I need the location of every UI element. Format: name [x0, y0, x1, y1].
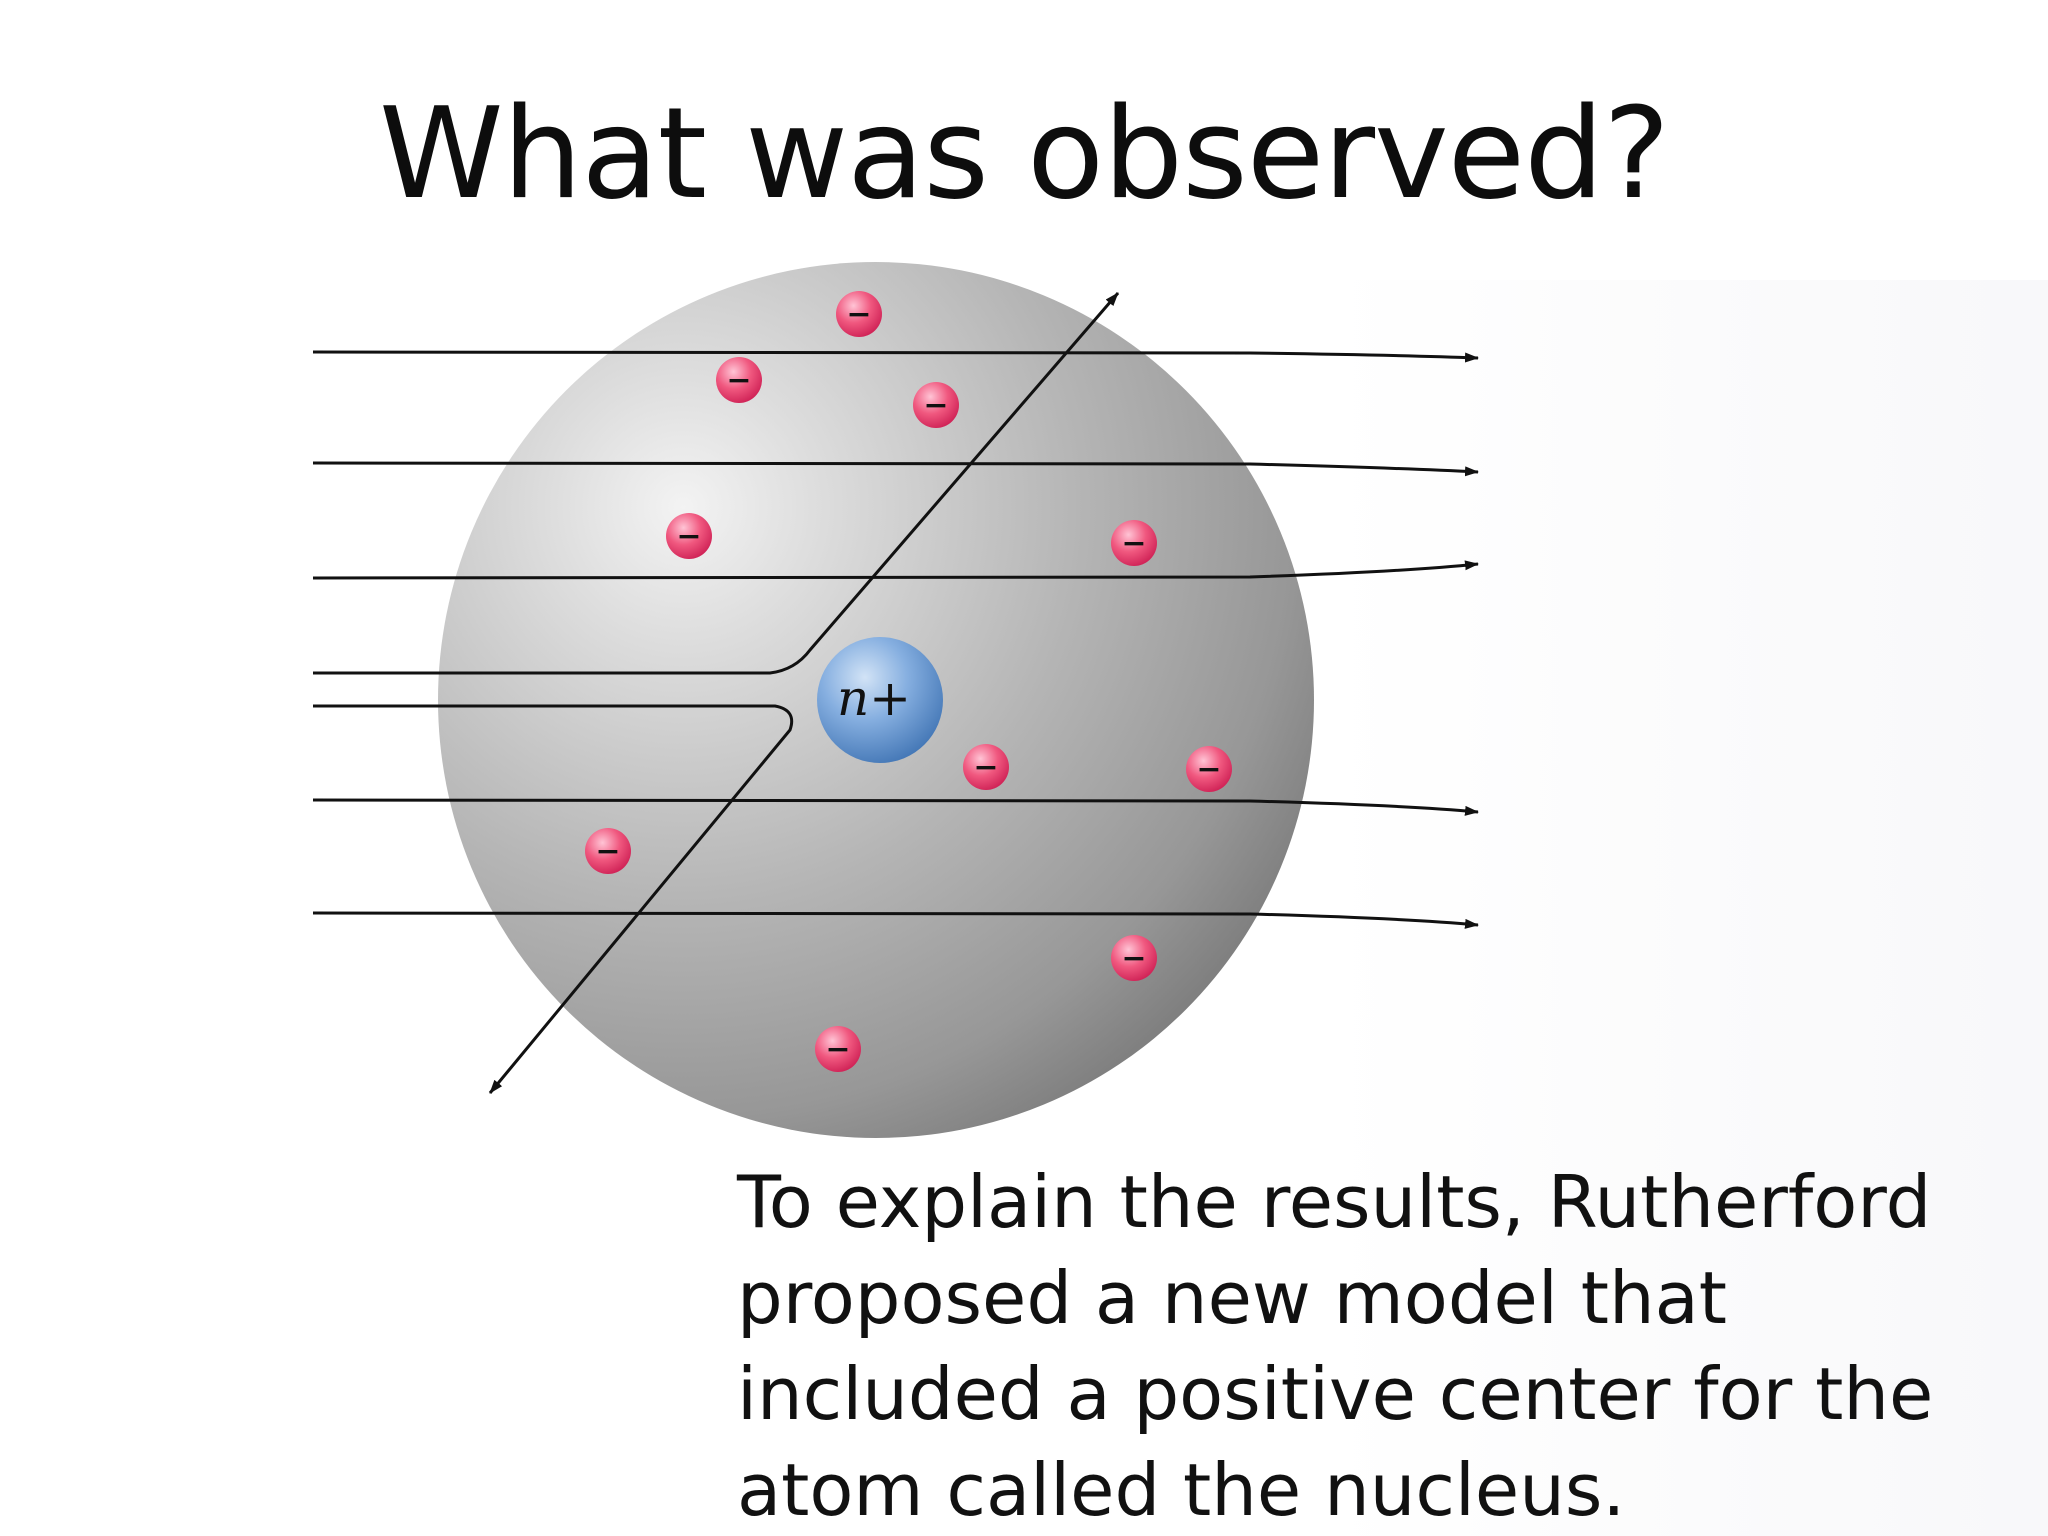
svg-text:−: − — [825, 1032, 850, 1067]
particle-path-deflected-down — [313, 704, 794, 1094]
svg-text:−: − — [595, 834, 620, 869]
electron: − — [913, 382, 959, 428]
svg-text:−: − — [1121, 526, 1146, 561]
electron: − — [836, 291, 882, 337]
svg-text:−: − — [726, 363, 751, 398]
caption-line: atom called the nucleus. — [737, 1448, 1626, 1532]
particle-path-3 — [312, 560, 1479, 580]
alpha-particle-paths — [312, 292, 1479, 1094]
svg-text:−: − — [1121, 941, 1146, 976]
particle-path-7 — [312, 911, 1479, 929]
nucleus: n+ — [817, 637, 943, 763]
caption-line: proposed a new model that — [737, 1256, 1727, 1340]
electron: − — [585, 828, 631, 874]
electron: − — [666, 513, 712, 559]
particle-path-2 — [312, 461, 1479, 477]
electron: − — [963, 744, 1009, 790]
electron: − — [1111, 935, 1157, 981]
svg-text:−: − — [846, 297, 871, 332]
electron: − — [1111, 520, 1157, 566]
particle-path-1 — [312, 350, 1479, 363]
particle-path-6 — [312, 798, 1479, 816]
caption-line: included a positive center for the — [737, 1352, 1934, 1436]
electron: − — [815, 1026, 861, 1072]
electron: − — [1186, 746, 1232, 792]
svg-text:−: − — [923, 388, 948, 423]
slide-title: What was observed? — [378, 80, 1670, 227]
particle-path-deflected-up — [313, 292, 1120, 675]
svg-text:−: − — [676, 519, 701, 554]
electrons: − − − − − − − − − − — [585, 291, 1232, 1072]
explanation-text: To explain the results, Rutherford propo… — [737, 1154, 2037, 1536]
caption-line: To explain the results, Rutherford — [737, 1160, 1932, 1244]
electron: − — [716, 357, 762, 403]
nucleus-label: n+ — [837, 669, 911, 727]
svg-text:−: − — [973, 750, 998, 785]
svg-text:−: − — [1196, 752, 1221, 787]
